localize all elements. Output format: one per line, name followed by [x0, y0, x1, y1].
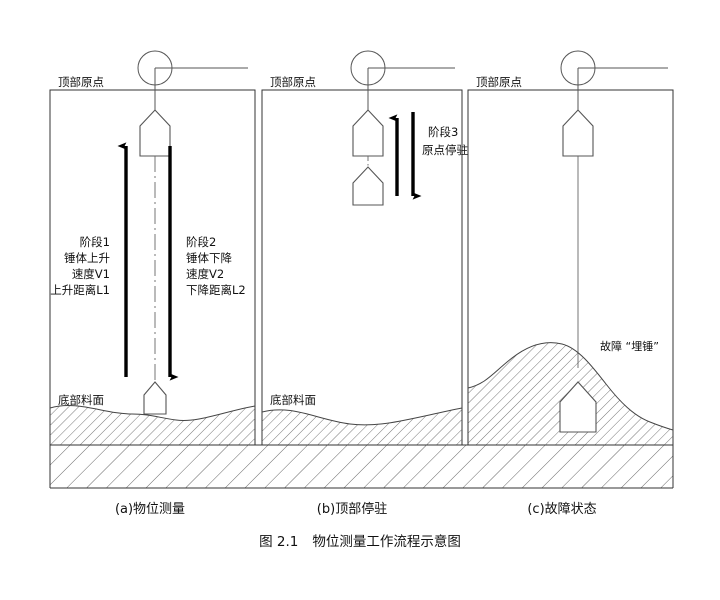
material-label: 底部料面 [58, 393, 104, 407]
phase-1-annotation: 阶段1 锤体上升 速度V1 上升距离L1 [50, 235, 110, 297]
weight-body-lowered [143, 381, 167, 415]
figure-caption: 图 2.1 物位测量工作流程示意图 [0, 530, 720, 550]
subcaption-a: (a)物位测量 [114, 502, 186, 517]
phase-3-annotation: 阶段3 原点停驻 [422, 125, 468, 157]
phase-1-line-2: 锤体上升 [64, 251, 110, 265]
figure-title: 物位测量工作流程示意图 [312, 534, 461, 550]
panel-a: 阶段1 锤体上升 速度V1 上升距离L1 阶段2 锤体下降 速度V2 下降距离L… [49, 50, 256, 446]
phase-2-annotation: 阶段2 锤体下降 速度V2 下降距离L2 [186, 235, 246, 297]
origin-label: 顶部原点 [58, 75, 104, 89]
phase-1-line-4: 上升距离L1 [50, 283, 110, 297]
weight-body-parked [562, 109, 594, 157]
phase-3-line-1: 阶段3 [428, 125, 458, 139]
panel-c-material [468, 342, 673, 445]
subcaption-b: (b)顶部停驻 [316, 502, 388, 517]
weight-body-buried [559, 381, 597, 433]
panel-b-material [262, 407, 462, 445]
panel-b: 阶段3 原点停驻 底部料面 顶部原点 [261, 50, 468, 446]
origin-label: 顶部原点 [270, 75, 316, 89]
material-surface-line [262, 407, 462, 426]
material-label: 底部料面 [270, 393, 316, 407]
material-mound-surface [468, 342, 673, 431]
ground-fill [50, 445, 673, 488]
material-surface-line [50, 405, 255, 421]
panel-c: 故障 “埋锤” 顶部原点 [467, 50, 674, 446]
phase-2-line-4: 下降距离L2 [186, 283, 246, 297]
phase-3-line-2: 原点停驻 [422, 143, 468, 157]
origin-label: 顶部原点 [476, 75, 522, 89]
panel-a-material [50, 405, 255, 445]
subcaption-row: (a)物位测量 (b)顶部停驻 (c)故障状态 [45, 498, 675, 520]
figure-number: 图 2.1 [259, 534, 299, 550]
weight-body [139, 109, 171, 157]
phase-2-line-1: 阶段2 [186, 235, 216, 249]
phase-2-line-3: 速度V2 [186, 267, 224, 281]
material-fill [50, 405, 255, 445]
weight-body-second [352, 166, 384, 206]
phase-1-line-1: 阶段1 [80, 235, 110, 249]
material-fill [262, 408, 462, 445]
ground-band [49, 444, 674, 489]
subcaption-c: (c)故障状态 [527, 502, 597, 517]
fault-label: 故障 “埋锤” [600, 339, 659, 353]
weight-body-parked [352, 109, 384, 157]
phase-1-line-3: 速度V1 [72, 267, 110, 281]
phase-2-line-2: 锤体下降 [186, 251, 232, 265]
